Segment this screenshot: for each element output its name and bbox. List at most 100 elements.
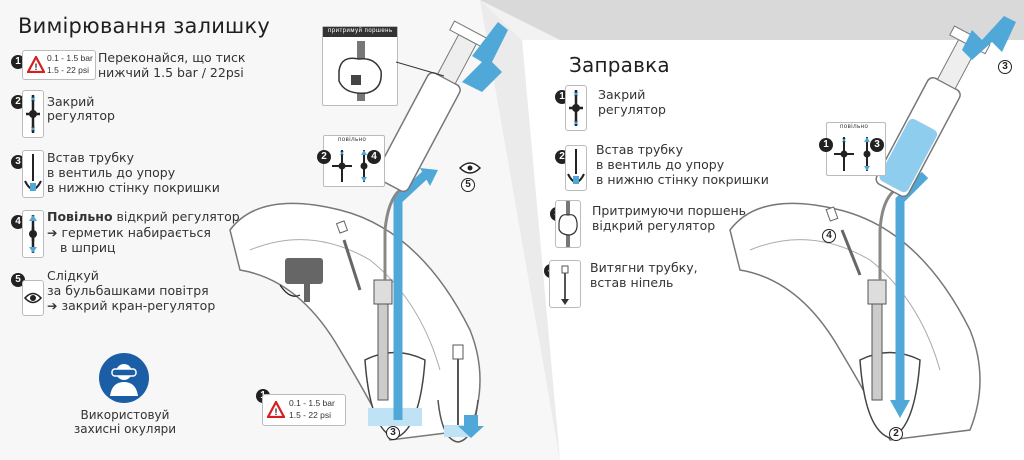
right-step-3-line2: відкрий регулятор: [592, 218, 716, 233]
callout-label: притримуй поршень: [328, 28, 393, 34]
right-step-3-icon-box: [555, 200, 581, 248]
tire-tread-line: [249, 239, 441, 371]
hand-holding-plunger-icon: [338, 41, 382, 101]
safety-goggles-icon: [99, 353, 149, 403]
right-valve-position-icons: ×: [834, 136, 871, 171]
left-step-5-number: 5: [11, 273, 25, 287]
left-step-5-line1: Слідкуй: [47, 268, 99, 283]
pressure-range-psi: 1.5 - 22 psi: [47, 65, 90, 75]
left-step-3-line1: Встав трубку: [47, 150, 134, 165]
extraction-tube: [383, 188, 402, 280]
watch-bubbles-eye: [458, 162, 482, 174]
open-valve-icon: [29, 215, 37, 253]
tube-in-tire-icon: [24, 154, 42, 191]
pressure-warning-box: ! 0.1 - 1.5 bar 1.5 - 22 psi: [22, 50, 96, 80]
svg-text:×: ×: [573, 118, 578, 128]
panel-divider: [480, 0, 560, 460]
right-title: Заправка: [569, 53, 670, 77]
svg-text:!: !: [275, 407, 278, 417]
left-step-2-number: 2: [11, 95, 25, 109]
safety-caption-line2: захисні окуляри: [73, 422, 177, 436]
right-step-2-line3: в нижню стінку покришки: [596, 172, 769, 187]
right-step-2-line2: в вентиль до упору: [596, 157, 725, 172]
valve-core-tool: [335, 220, 362, 291]
right-illustration: [729, 16, 1016, 441]
remove-tube-icon: [561, 265, 569, 305]
right-marker-3: 3: [998, 60, 1012, 74]
left-marker-3: 3: [386, 426, 400, 440]
top-band: [480, 0, 1024, 40]
right-step-3-line1: Притримуючи поршень,: [592, 203, 751, 218]
plunger-push-arrow: [962, 16, 1016, 60]
left-badge-box: ! 0.1 - 1.5 bar 1.5 - 22 psi: [262, 394, 346, 426]
right-flow-arrow-body: [895, 171, 929, 405]
eye-icon: [23, 292, 43, 304]
left-step-1-number: 1: [11, 55, 25, 69]
right-step-4-line1: Витягни трубку,: [590, 260, 698, 275]
left-step-4-bold: Повільно: [47, 209, 113, 224]
valve-nut: [373, 279, 393, 305]
left-step-5-icon-box: [22, 280, 44, 316]
left-valve-label: повільно: [338, 137, 367, 143]
right-flow-arrow-head: [890, 400, 910, 418]
safety-caption-line1: Використовуй: [80, 408, 170, 422]
svg-text:!: !: [35, 62, 38, 72]
right-valve-core-tool: [825, 206, 862, 276]
bottom-valve-detail: [437, 344, 484, 443]
right-valve-number-left: 1: [819, 138, 833, 152]
right-tube: [878, 188, 896, 280]
left-step-4-line1: Повільно відкрий регулятор: [47, 209, 240, 224]
left-step-3-icon-box: [22, 150, 44, 198]
right-step-4-icon-box: [549, 260, 581, 308]
warning-triangle-icon-2: !: [267, 401, 285, 418]
closed-valve-icon: × ×: [26, 94, 40, 134]
left-step-1-line1: Переконайся, що тиск: [98, 50, 246, 65]
right-valve-nut: [867, 279, 887, 305]
left-valve-number-left: 2: [317, 150, 331, 164]
left-step-3-line2: в вентиль до упору: [47, 165, 176, 180]
callout-header: [323, 27, 397, 37]
right-marker-4: 4: [822, 229, 836, 243]
left-step-4-line2: ➔ герметик набирається: [47, 225, 211, 240]
plunger-pull-arrow: [462, 22, 508, 92]
right-step-1-line2: регулятор: [598, 102, 666, 117]
warning-triangle-icon: !: [27, 56, 45, 73]
left-marker-5: 5: [461, 178, 475, 192]
valve-position-icons: ×: [332, 149, 368, 182]
left-step-5-line2: за бульбашками повітря: [47, 283, 209, 298]
right-step-1-line1: Закрий: [598, 87, 646, 102]
right-tire-section: [729, 202, 981, 441]
left-step-4-line3: в шприц: [60, 240, 116, 255]
hold-plunger-callout: притримуй поршень: [322, 26, 398, 106]
left-step-4-icon-box: [22, 210, 44, 258]
left-step-3-line3: в нижню стінку покришки: [47, 180, 220, 195]
valve-key-detail: [279, 258, 323, 302]
closed-valve-icon-right: × ×: [569, 89, 583, 128]
badge-pressure-psi: 1.5 - 22 psi: [289, 410, 332, 420]
flow-arrow-body: [393, 171, 429, 420]
left-step-5-line3: ➔ закрий кран-регулятор: [47, 298, 216, 313]
right-step-1-icon-box: × ×: [565, 85, 587, 131]
left-step-1-line2: нижчий 1.5 bar / 22psi: [98, 65, 244, 80]
left-illustration: [229, 20, 508, 443]
right-step-2-line1: Встав трубку: [596, 142, 683, 157]
left-step-4-number: 4: [11, 215, 25, 229]
right-step-4-line2: встав ніпель: [590, 275, 674, 290]
right-valve-number-right: 3: [870, 138, 884, 152]
left-valve-number-right: 4: [367, 150, 381, 164]
svg-text:×: ×: [340, 149, 345, 158]
badge-pressure-bar: 0.1 - 1.5 bar: [289, 398, 335, 408]
svg-text:×: ×: [30, 94, 35, 104]
left-step-2-line1: Закрий: [47, 94, 95, 109]
svg-text:×: ×: [842, 136, 847, 145]
left-step-2-icon-box: × ×: [22, 90, 44, 138]
right-marker-2: 2: [889, 427, 903, 441]
left-step-4-rest: відкрий регулятор: [112, 209, 240, 224]
left-step-3-number: 3: [11, 155, 25, 169]
right-valve-label: повільно: [840, 124, 869, 130]
right-tire-tread-line: [749, 239, 941, 371]
right-step-2-icon-box: [565, 145, 587, 191]
flow-arrow-head: [420, 168, 438, 186]
hold-plunger-icon-small: [558, 201, 578, 247]
